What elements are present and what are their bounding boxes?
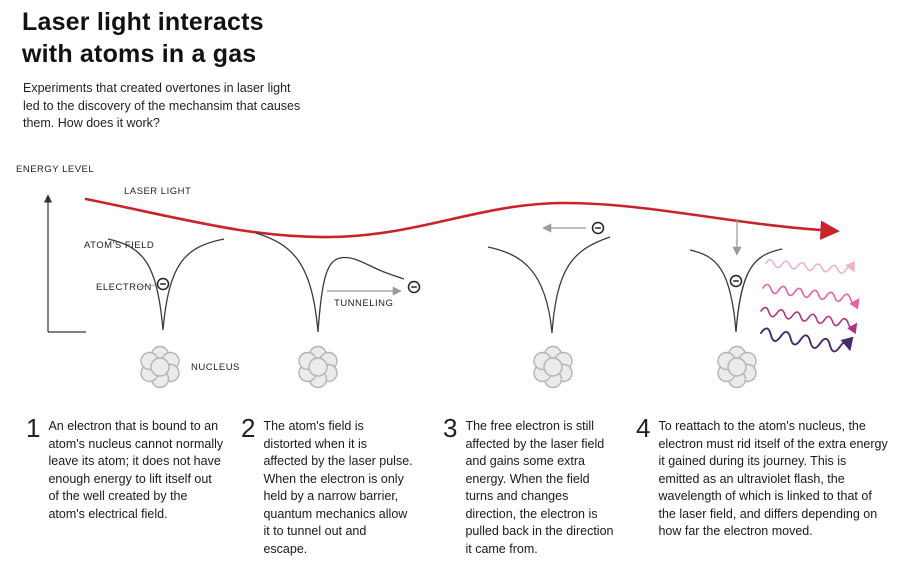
nucleus-3 [533, 345, 573, 389]
page-title-line1: Laser light interacts [22, 8, 264, 36]
energy-axis [43, 194, 86, 333]
potential-well-1 [107, 238, 225, 331]
emission-wave-4 [760, 327, 854, 353]
laser-light-curve [84, 197, 840, 240]
step-4-text: To reattach to the atom's nucleus, the e… [658, 419, 888, 538]
potential-well-3 [487, 236, 611, 334]
electron-icon-2 [407, 280, 421, 294]
electron-label: ELECTRON [96, 282, 152, 293]
emission-wave-1 [765, 259, 855, 274]
tunneling-label: TUNNELING [334, 298, 393, 309]
electron-leader-line [137, 284, 156, 288]
step-1-number: 1 [26, 413, 41, 443]
nucleus-label: NUCLEUS [191, 362, 240, 373]
step-4: 4 To reattach to the atom's nucleus, the… [636, 413, 888, 541]
step-3-text: The free electron is still affected by t… [465, 419, 614, 556]
step-4-number: 4 [636, 413, 651, 443]
potential-well-4 [689, 248, 783, 333]
nucleus-2 [298, 345, 338, 389]
step-3: 3 The free electron is still affected by… [443, 413, 620, 558]
step-2: 2 The atom's field is distorted when it … [241, 413, 413, 558]
electron-icon-1 [156, 277, 170, 291]
nucleus-4 [717, 345, 757, 389]
potential-well-2 [255, 232, 405, 333]
atoms-field-label: ATOM'S FIELD [84, 240, 154, 251]
emission-wave-3 [760, 306, 858, 335]
step-1: 1 An electron that is bound to an atom's… [26, 413, 224, 523]
electron-icon-3 [591, 221, 605, 235]
page-title-line2: with atoms in a gas [22, 40, 257, 68]
step-1-text: An electron that is bound to an atom's n… [48, 419, 224, 521]
electron-icon-4 [729, 274, 743, 288]
page-title: Laser light interacts with atoms in a ga… [22, 6, 264, 70]
subtitle: Experiments that created overtones in la… [23, 81, 301, 130]
nucleus-1 [140, 345, 180, 389]
laser-light-label: LASER LIGHT [124, 186, 191, 197]
emission-waves [760, 259, 860, 353]
step-2-text: The atom's field is distorted when it is… [263, 419, 413, 556]
step-2-number: 2 [241, 413, 256, 443]
energy-level-label: ENERGY LEVEL [16, 164, 94, 175]
step-3-number: 3 [443, 413, 458, 443]
emission-wave-2 [762, 283, 860, 310]
